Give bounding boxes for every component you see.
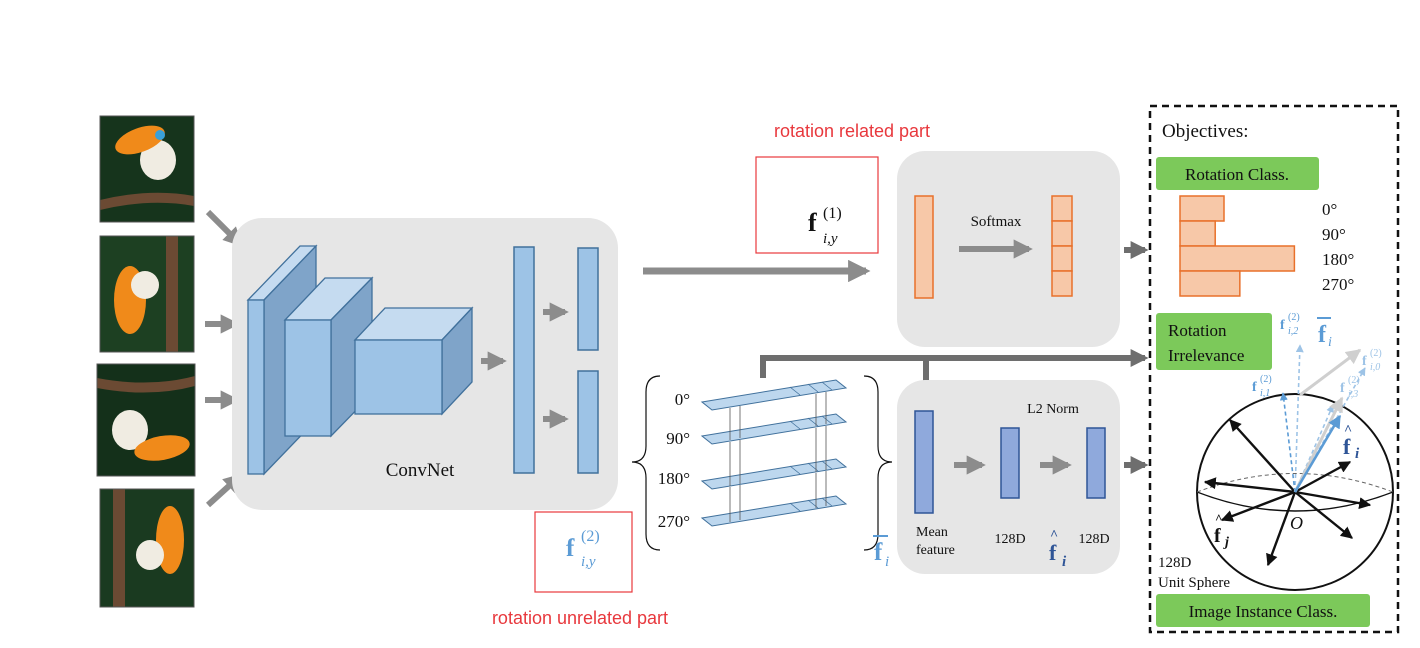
histogram-bar-2 xyxy=(1179,245,1296,272)
svg-text:f: f xyxy=(874,539,883,566)
class-angle-270: 270° xyxy=(1322,275,1354,294)
rotation-feature-vectors xyxy=(1279,344,1366,493)
svg-text:f: f xyxy=(808,208,817,237)
input-image-270 xyxy=(99,488,195,608)
feature-unrelated-block xyxy=(577,370,599,474)
formula-f1-box: f (1) i,y xyxy=(755,156,879,254)
softmax-output xyxy=(1051,195,1073,297)
normalized-feature-label: 128D xyxy=(1078,532,1109,547)
rotation-irrelevance-label-1: Rotation xyxy=(1168,321,1227,340)
class-angle-labels: 0° 90° 180° 270° xyxy=(1322,200,1354,294)
mean-feature-label-1: Mean xyxy=(916,525,948,540)
class-angle-180: 180° xyxy=(1322,250,1354,269)
mean-feature-symbol: f i xyxy=(873,535,889,570)
svg-text:i: i xyxy=(1328,335,1332,350)
input-image-0 xyxy=(99,115,195,223)
input-image-180 xyxy=(96,363,196,477)
unit-sphere-label-1: 128D xyxy=(1158,555,1192,571)
strip-connectors xyxy=(729,392,827,522)
unit-sphere-label-2: Unit Sphere xyxy=(1158,575,1230,591)
svg-text:i,3: i,3 xyxy=(1348,389,1358,400)
class-angle-90: 90° xyxy=(1322,225,1346,244)
rotation-irrelevance-label-2: Irrelevance xyxy=(1168,346,1244,365)
svg-text:f: f xyxy=(1252,380,1257,395)
formula-f2-box: f (2) i,y xyxy=(534,511,633,593)
l2norm-label: L2 Norm xyxy=(1027,402,1079,417)
svg-text:f: f xyxy=(1340,381,1345,396)
histogram-bar-3 xyxy=(1179,270,1241,297)
rotation-class-badge xyxy=(1156,157,1319,190)
feature-128-label: 128D xyxy=(994,532,1025,547)
svg-text:f: f xyxy=(566,535,575,562)
svg-text:i,0: i,0 xyxy=(1370,362,1380,373)
svg-text:^: ^ xyxy=(1344,423,1352,438)
normalized-feature-symbol: f ^ i xyxy=(1049,528,1067,570)
rotation-unrelated-label: rotation unrelated part xyxy=(492,608,668,628)
rotation-related-label: rotation related part xyxy=(774,121,930,141)
angle-label-0: 0° xyxy=(675,390,690,409)
strip-dividers xyxy=(789,381,833,512)
svg-text:f: f xyxy=(1280,318,1285,333)
histogram-bar-1 xyxy=(1179,220,1216,247)
mean-feature-label-2: feature xyxy=(916,543,955,558)
right-brace xyxy=(863,375,893,551)
svg-text:(2): (2) xyxy=(1288,312,1300,323)
convnet-block-3 xyxy=(353,306,474,416)
svg-text:j: j xyxy=(1223,535,1229,550)
instance-class-badge xyxy=(1156,594,1370,627)
svg-text:i,y: i,y xyxy=(581,554,596,570)
angle-labels: 0° 90° 180° 270° xyxy=(658,390,690,531)
svg-text:i: i xyxy=(1355,446,1360,462)
svg-text:f: f xyxy=(1318,322,1327,348)
class-angle-0: 0° xyxy=(1322,200,1337,219)
feature-128-block xyxy=(1000,427,1020,499)
svg-text:f: f xyxy=(1343,434,1351,459)
angle-label-270: 270° xyxy=(658,512,690,531)
svg-text:(2): (2) xyxy=(1370,348,1382,359)
svg-text:i,1: i,1 xyxy=(1260,388,1270,399)
svg-text:(2): (2) xyxy=(1260,374,1272,385)
instance-class-label: Image Instance Class. xyxy=(1189,602,1338,621)
svg-text:i,y: i,y xyxy=(823,231,838,247)
svg-text:f: f xyxy=(1362,354,1367,369)
svg-text:f: f xyxy=(1214,525,1221,547)
rotation-irrelevance-badge xyxy=(1156,313,1272,370)
svg-text:(2): (2) xyxy=(1348,375,1360,386)
rotation-class-histogram xyxy=(1179,195,1296,297)
objectives-panel xyxy=(1148,104,1400,634)
mean-feature-block xyxy=(914,410,934,514)
sphere-vectors xyxy=(1203,419,1372,567)
angle-label-90: 90° xyxy=(666,429,690,448)
svg-text:i: i xyxy=(1062,554,1067,570)
objectives-title: Objectives: xyxy=(1162,121,1249,142)
input-image-90 xyxy=(99,235,195,353)
svg-text:^: ^ xyxy=(1050,528,1058,543)
svg-text:i,2: i,2 xyxy=(1288,326,1298,337)
svg-text:(2): (2) xyxy=(581,528,600,545)
feature-related-block xyxy=(577,247,599,351)
convnet-label: ConvNet xyxy=(386,460,455,481)
softmax-label: Softmax xyxy=(971,214,1022,230)
rotation-class-label: Rotation Class. xyxy=(1185,165,1289,184)
convnet-feature-column xyxy=(513,246,535,474)
svg-text:f: f xyxy=(1049,540,1057,565)
normalized-feature-block xyxy=(1086,427,1106,499)
svg-text:(1): (1) xyxy=(823,205,842,222)
rotation-head-feature xyxy=(914,195,934,299)
rotation-feature-strips xyxy=(700,379,848,527)
sphere-symbols: f (2) i,2 f i f (2) i,0 f (2) i,1 f (2) … xyxy=(1214,312,1382,550)
left-brace xyxy=(631,375,661,551)
origin-label: O xyxy=(1290,513,1303,533)
angle-label-180: 180° xyxy=(658,469,690,488)
svg-text:i: i xyxy=(885,554,889,570)
histogram-bar-0 xyxy=(1179,195,1225,222)
svg-text:^: ^ xyxy=(1215,511,1223,526)
